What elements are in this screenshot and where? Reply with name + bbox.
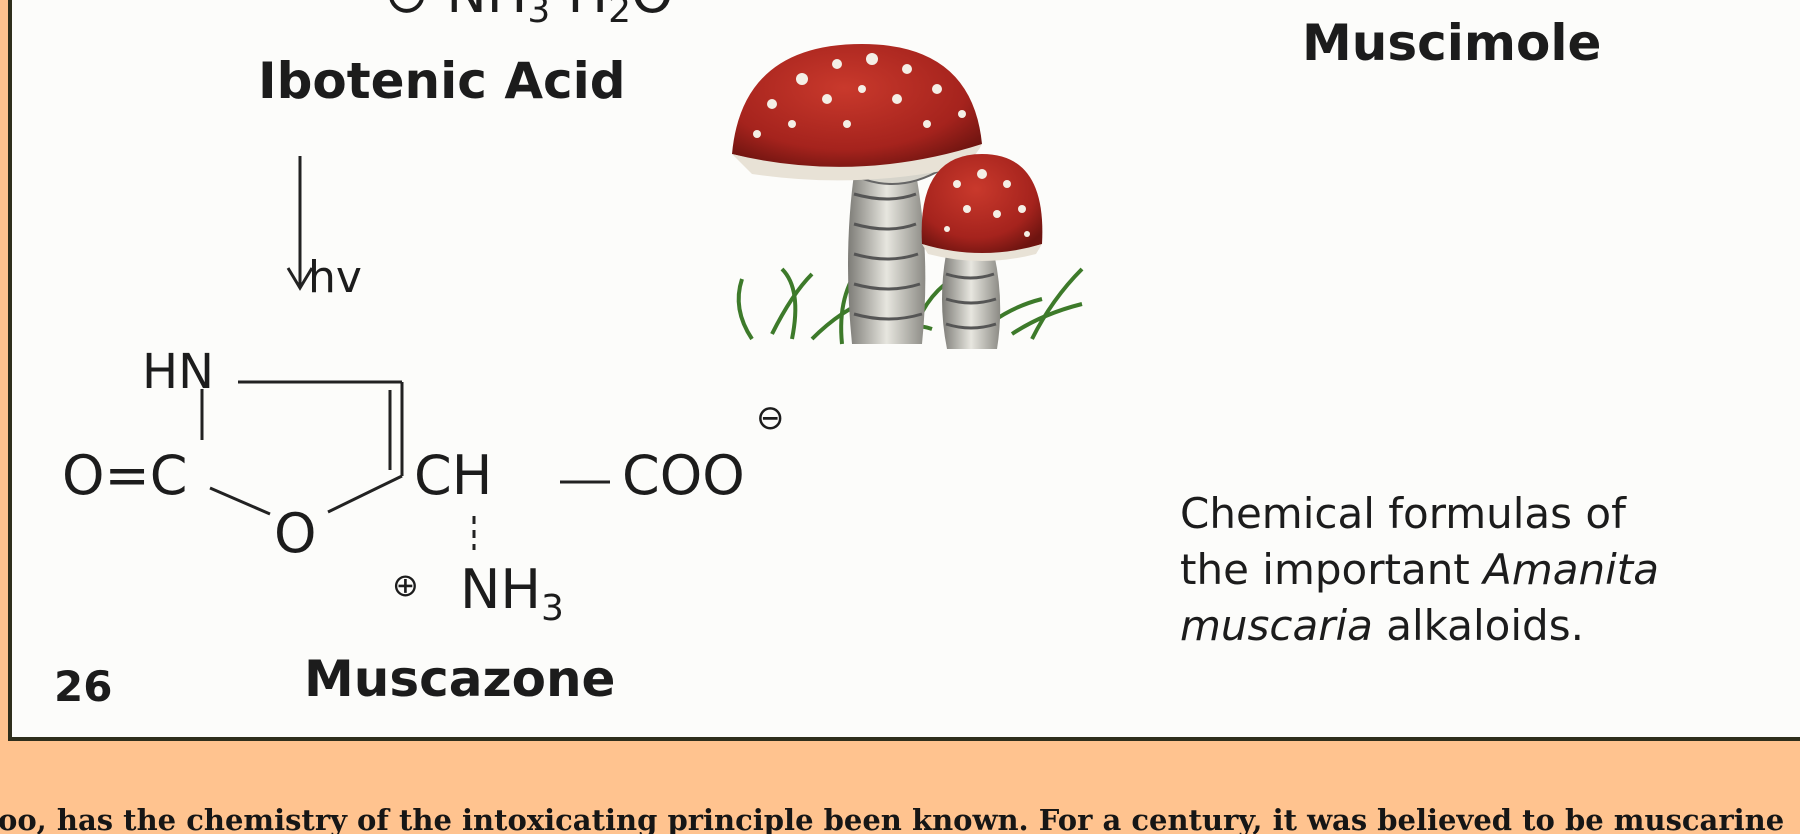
top-formula-left: ⊖ NH <box>384 0 527 25</box>
caption-line-2-text: the important <box>1180 545 1484 594</box>
top-formula-sub3: 3 <box>527 0 551 31</box>
caption-line-3: muscaria alkaloids. <box>1180 598 1659 654</box>
caption-genus: Amanita <box>1483 545 1660 594</box>
caption-species: muscaria <box>1180 601 1373 650</box>
nh3-label: NH3 <box>460 558 564 629</box>
oc-label: O=C <box>62 444 188 507</box>
nh-text: NH <box>460 558 541 621</box>
hn-label: HN <box>142 344 214 400</box>
caption-line-3-text: alkaloids. <box>1372 601 1584 650</box>
hv-label: hv <box>308 252 362 303</box>
illustration-frame: ⊖ NH3·H2O Ibotenic Acid Muscimole hv HN … <box>8 0 1800 741</box>
muscimole-label: Muscimole <box>1302 14 1602 72</box>
coo-label: COO <box>622 444 745 507</box>
nh-subscript: 3 <box>541 588 564 629</box>
plus-charge: ⊕ <box>392 566 419 604</box>
top-formula-end: O <box>631 0 674 25</box>
caption-line-1: Chemical formulas of <box>1180 489 1626 538</box>
ring-oxygen-label: O <box>274 502 317 565</box>
body-text-line: oo, has the chemistry of the intoxicatin… <box>0 803 1785 834</box>
caption-line-2: the important Amanita <box>1180 542 1659 598</box>
body-text-cut: oo, has the chemistry of the intoxicatin… <box>0 800 1800 834</box>
figure-caption: Chemical formulas of the important Amani… <box>1180 486 1659 654</box>
top-formula-mid: ·H <box>550 0 608 25</box>
amanita-mushroom-illustration <box>732 44 1084 349</box>
top-formula-sub2: 2 <box>608 0 632 31</box>
top-cut-formula: ⊖ NH3·H2O <box>384 0 674 31</box>
muscazone-label: Muscazone <box>304 650 616 708</box>
minus-charge: ⊖ <box>756 398 785 438</box>
ch-label: CH <box>414 444 493 507</box>
ibotenic-acid-label: Ibotenic Acid <box>258 52 626 110</box>
structure-lines <box>200 156 610 550</box>
page-number: 26 <box>54 662 113 711</box>
